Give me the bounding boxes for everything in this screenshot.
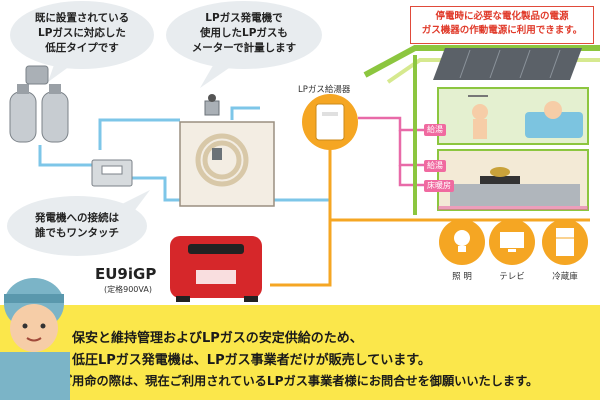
appliance-label-fridge: 冷蔵庫 <box>552 272 578 282</box>
tag-bath-hot-water: 給湯 <box>424 124 446 136</box>
info-banner: 保安と維持管理およびLPガスの安定供給のため、 低圧LPガス発電機は、LPガス事… <box>0 305 600 400</box>
bubble-top-left-line-2: LPガスに対応した <box>38 27 126 39</box>
solar-panel <box>433 48 582 80</box>
bubble-bottom-left-text: 発電機への接続は 誰でもワンタッチ <box>18 211 136 241</box>
appliance-fridge <box>542 219 588 265</box>
bubble-top-left-line-1: 既に設置されている <box>34 12 130 24</box>
generator-rating-label: (定格900VA) <box>104 285 152 294</box>
notice-line-1: 停電時に必要な電化製品の電源 <box>435 11 569 22</box>
tag-floor-heating: 床暖房 <box>424 180 454 192</box>
gas-meter <box>91 159 133 187</box>
notice-box: 停電時に必要な電化製品の電源 ガス機器の作動電源に利用できます。 <box>410 6 594 44</box>
speech-bubble-bottom-left <box>7 196 147 256</box>
lp-water-heater <box>302 94 358 150</box>
bubble-top-left-text: 既に設置されている LPガスに対応した 低圧タイプです <box>22 11 142 56</box>
speech-bubble-top-center <box>166 1 322 69</box>
generator-connection-box <box>179 121 275 207</box>
gas-valve <box>204 94 220 116</box>
water-heater-label: LPガス給湯器 <box>298 85 351 95</box>
bubble-top-center-line-1: LPガス発電機で <box>205 12 283 24</box>
kitchen-scene <box>450 167 580 206</box>
bubble-bottom-left-line-1: 発電機への接続は <box>35 212 119 224</box>
tag-kitchen-hot-water: 給湯 <box>424 160 446 172</box>
speech-bubble-bottom-left-tail <box>120 190 150 214</box>
worker-mascot-front <box>0 278 70 400</box>
lp-gas-cylinders <box>9 65 69 143</box>
speech-bubble-top-left-tail <box>48 62 70 82</box>
bathroom-scene <box>468 95 583 139</box>
banner-line-2: 低圧LPガス発電機は、LPガス事業者だけが販売しています。 <box>72 353 431 368</box>
appliance-label-tv: テレビ <box>499 272 525 282</box>
bubble-bottom-left-line-2: 誰でもワンタッチ <box>35 227 119 239</box>
speech-bubble-top-left <box>10 1 154 69</box>
bubble-top-center-line-2: 使用したLPガスも <box>200 27 288 39</box>
bubble-top-center-text: LPガス発電機で 使用したLPガスも メーターで計量します <box>176 11 312 56</box>
bubble-top-left-line-3: 低圧タイプです <box>45 42 119 54</box>
speech-bubble-top-center-tail <box>200 62 232 88</box>
bubble-top-center-line-3: メーターで計量します <box>191 42 297 54</box>
appliance-tv <box>489 219 535 265</box>
lp-gas-generator <box>170 236 262 302</box>
banner-line-1: 保安と維持管理およびLPガスの安定供給のため、 <box>72 331 363 346</box>
floor-heating <box>438 206 588 210</box>
appliance-light <box>439 219 485 265</box>
generator-model-label: EU9iGP <box>95 265 157 283</box>
appliance-label-light: 照 明 <box>452 272 472 282</box>
notice-line-2: ガス機器の作動電源に利用できます。 <box>421 25 583 36</box>
banner-line-3: ご用命の際は、現在ご利用されているLPガス事業者様にお問合せを御願いいたします。 <box>60 374 539 388</box>
